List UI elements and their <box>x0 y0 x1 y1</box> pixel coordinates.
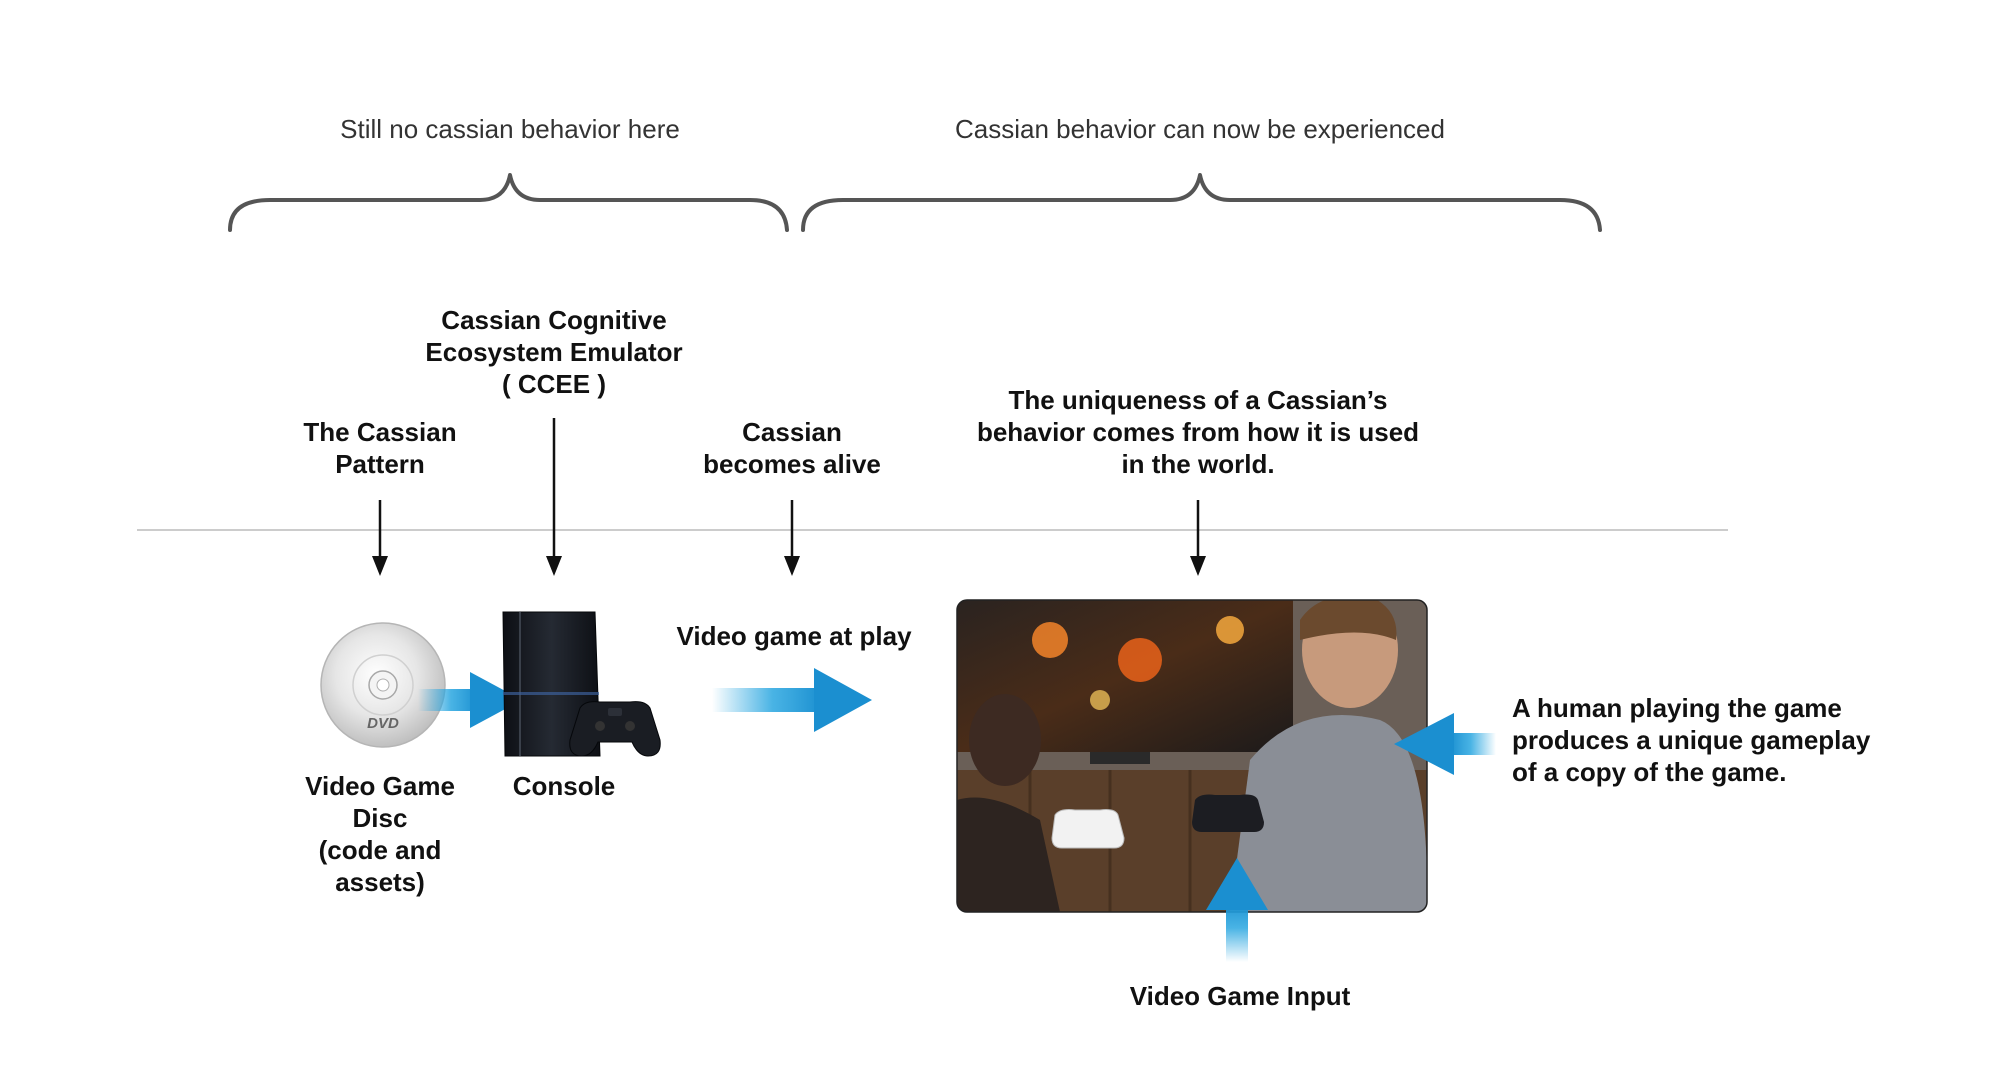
flow-arrow-input-to-photo <box>1206 858 1268 962</box>
cassian-pattern-line-1: The Cassian <box>303 417 457 447</box>
game-console-icon <box>502 611 661 757</box>
arrow-cassian-alive <box>784 500 800 576</box>
video-game-at-play-label: Video game at play <box>676 621 912 651</box>
disc-line-3: (code and <box>318 835 442 865</box>
ccee-label: Cassian Cognitive Ecosystem Emulator ( C… <box>404 304 704 400</box>
cassian-alive-label: Cassian becomes alive <box>682 416 902 480</box>
arrow-ccee <box>546 418 562 576</box>
cassian-alive-line-1: Cassian <box>742 417 842 447</box>
flow-arrow-to-gameplay <box>712 668 872 732</box>
cassian-pattern-line-2: Pattern <box>335 449 425 479</box>
human-playing-line-3: of a copy of the game. <box>1512 757 1787 787</box>
uniqueness-label: The uniqueness of a Cassian’s behavior c… <box>968 384 1428 480</box>
cassian-pattern-label: The Cassian Pattern <box>280 416 480 480</box>
left-brace <box>228 173 789 232</box>
uniqueness-line-1: The uniqueness of a Cassian’s <box>1008 385 1388 415</box>
disc-line-2: Disc <box>352 803 408 833</box>
gameplay-photo <box>957 600 1427 912</box>
console-label: Console <box>512 771 616 801</box>
right-bracket-caption: Cassian behavior can now be experienced <box>955 114 1445 144</box>
dvd-logo-text: DVD <box>367 715 399 732</box>
flow-arrow-disc-to-console <box>418 672 522 728</box>
disc-line-1: Video Game <box>305 771 455 801</box>
cassian-alive-line-2: becomes alive <box>703 449 881 479</box>
arrow-uniqueness <box>1190 500 1206 576</box>
flow-arrow-human-to-photo <box>1394 713 1496 775</box>
arrow-cassian-pattern <box>372 500 388 576</box>
video-game-input-label: Video Game Input <box>1129 981 1351 1011</box>
left-bracket-caption: Still no cassian behavior here <box>340 114 680 144</box>
disc-label: Video Game Disc (code and assets) <box>280 770 480 898</box>
uniqueness-line-2: behavior comes from how it is used <box>976 417 1420 447</box>
dvd-disc-icon: DVD <box>320 622 446 748</box>
ccee-line-3: ( CCEE ) <box>502 369 606 399</box>
human-playing-line-2: produces a unique gameplay <box>1512 725 1871 755</box>
ccee-line-2: Ecosystem Emulator <box>425 337 683 367</box>
disc-line-4: assets) <box>335 867 425 897</box>
uniqueness-line-3: in the world. <box>1121 449 1275 479</box>
ccee-line-1: Cassian Cognitive <box>441 305 667 335</box>
human-playing-label: A human playing the game produces a uniq… <box>1512 692 1932 788</box>
right-brace <box>801 173 1602 232</box>
human-playing-line-1: A human playing the game <box>1512 693 1842 723</box>
